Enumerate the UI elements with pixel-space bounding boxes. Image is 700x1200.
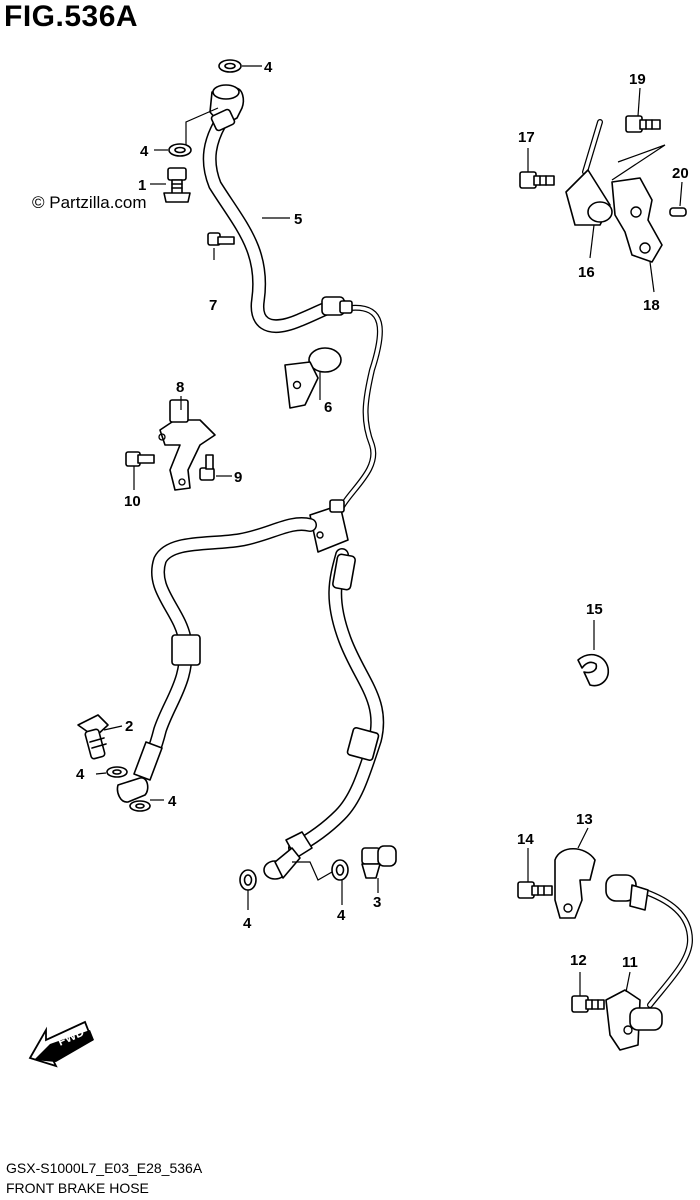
figure-title: FIG.536A: [4, 0, 139, 33]
callout-19: 19: [629, 71, 646, 88]
callout-12: 12: [570, 952, 587, 969]
callout-4: 4: [168, 793, 177, 810]
bolt-19[interactable]: [625, 115, 661, 133]
footer-code: GSX-S1000L7_E03_E28_536A: [6, 1160, 203, 1176]
callout-17: 17: [518, 129, 535, 146]
washer-top[interactable]: [218, 59, 242, 73]
abs-sensor-16[interactable]: [565, 119, 613, 226]
banjo-fitting-top: [209, 84, 245, 132]
union-bolt-1[interactable]: [163, 167, 191, 203]
clip-15[interactable]: [577, 653, 610, 687]
callout-6: 6: [324, 399, 332, 416]
leader-lines: [95, 65, 683, 996]
callout-labels: 4 4 1 5 7 6 8 9 10 2 4 4 4 4 3 19 17 20 …: [76, 59, 689, 971]
sensor-bracket-13[interactable]: [554, 847, 596, 919]
callout-16: 16: [578, 264, 595, 281]
washer-bottom-1[interactable]: [239, 869, 257, 891]
footer-title: FRONT BRAKE HOSE: [6, 1180, 149, 1196]
dowel-pin-20[interactable]: [669, 207, 687, 217]
callout-7: 7: [209, 297, 217, 314]
callout-9: 9: [234, 469, 242, 486]
callout-11: 11: [622, 954, 638, 971]
sensor-bracket-18[interactable]: [611, 177, 663, 263]
washer-bottom-2[interactable]: [331, 859, 349, 881]
bolt-17[interactable]: [519, 171, 555, 189]
callout-3: 3: [373, 894, 381, 911]
callout-4: 4: [76, 766, 85, 783]
callout-14: 14: [517, 831, 534, 848]
callout-4: 4: [264, 59, 273, 76]
washer-left-1[interactable]: [106, 766, 128, 778]
bolt-12[interactable]: [571, 995, 605, 1013]
brake-hose-upper[interactable]: [202, 113, 383, 513]
washer-left-2[interactable]: [129, 800, 151, 812]
callout-18: 18: [643, 297, 660, 314]
fwd-arrow: FWD: [28, 1020, 94, 1068]
callout-2: 2: [125, 718, 133, 735]
bolt-7[interactable]: [207, 232, 235, 246]
watermark: © Partzilla.com: [32, 193, 147, 212]
abs-sensor-11[interactable]: [605, 874, 693, 1051]
callout-4: 4: [140, 143, 149, 160]
callout-1: 1: [138, 177, 146, 194]
brake-hose-right[interactable]: [263, 548, 385, 880]
hose-joint[interactable]: [309, 499, 349, 553]
washer-upper-left[interactable]: [168, 143, 192, 157]
union-bolt-2[interactable]: [77, 714, 109, 760]
callout-4: 4: [337, 907, 346, 924]
brake-hose-left[interactable]: [116, 517, 317, 803]
bracket-8[interactable]: [158, 399, 216, 491]
callout-13: 13: [576, 811, 593, 828]
callout-8: 8: [176, 379, 184, 396]
bolt-10[interactable]: [125, 451, 155, 467]
callout-15: 15: [586, 601, 603, 618]
bolt-9[interactable]: [199, 454, 215, 481]
callout-5: 5: [294, 211, 302, 228]
bolt-14[interactable]: [517, 881, 553, 899]
callout-20: 20: [672, 165, 689, 182]
hose-clamp-6[interactable]: [284, 347, 342, 409]
union-bolt-3[interactable]: [361, 845, 397, 879]
callout-10: 10: [124, 493, 141, 510]
callout-4: 4: [243, 915, 252, 932]
